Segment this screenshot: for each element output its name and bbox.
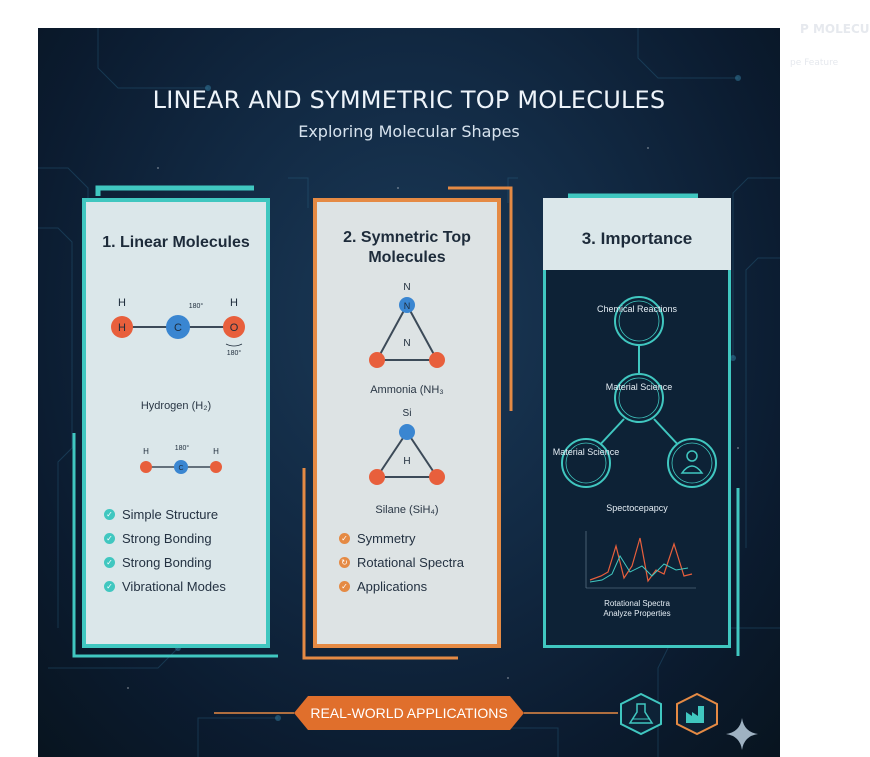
footer-decoration — [214, 696, 618, 730]
sparkle-icon — [726, 718, 758, 750]
atom-label: N — [403, 338, 410, 349]
check-icon: ✓ — [339, 532, 350, 544]
infographic-poster: LINEAR AND SYMMETRIC TOP MOLECULES Explo… — [38, 28, 780, 757]
top-label: H — [118, 297, 126, 309]
atom-label: H — [118, 322, 126, 334]
atom-label: N — [404, 301, 411, 311]
importance-network — [561, 296, 717, 488]
ammonia-diagram: N N N — [369, 282, 445, 368]
list-item: ✓Strong Bonding — [104, 526, 226, 550]
check-icon: ✓ — [104, 532, 115, 544]
list-item: ✓Simple Structure — [104, 502, 226, 526]
panel-title: 2. Symnetric Top Molecules — [343, 229, 471, 266]
list-item: ✓Symmetry — [339, 526, 464, 550]
sync-icon: ↻ — [339, 556, 350, 568]
list-item: ✓Vibrational Modes — [104, 574, 226, 598]
list-item: ↻Rotational Spectra — [339, 550, 464, 574]
list-item: ✓Applications — [339, 574, 464, 598]
angle-label: 180° — [175, 444, 190, 452]
angle-label: 180° — [227, 349, 242, 357]
check-icon: ✓ — [339, 580, 350, 592]
node-label: Material Science — [605, 382, 673, 392]
atom-label: H — [143, 447, 149, 456]
panel-title: 3. Importance — [581, 229, 693, 248]
flask-icon — [620, 692, 662, 736]
panel-title: 1. Linear Molecules — [102, 234, 250, 251]
linear-bullet-list: ✓Simple Structure ✓Strong Bonding ✓Stron… — [104, 502, 226, 598]
symmetric-bullet-list: ✓Symmetry ↻Rotational Spectra ✓Applicati… — [339, 526, 464, 598]
angle-label: 180° — [189, 302, 204, 310]
atom-c — [166, 315, 190, 339]
page-subtitle: Exploring Molecular Shapes — [298, 122, 520, 141]
atom-label: O — [230, 322, 239, 334]
atom-label: C — [174, 322, 182, 334]
spectroscopy-label: Spectocepapcy — [606, 503, 668, 513]
diagram-caption: Ammonia (NH₃ — [370, 384, 444, 396]
check-icon: ✓ — [104, 508, 115, 520]
list-item: ✓Strong Bonding — [104, 550, 226, 574]
atom-o — [223, 316, 245, 338]
linear-molecule-diagram-2: H C H 180° — [140, 444, 222, 474]
top-label: H — [230, 297, 238, 309]
spectra-mini-chart — [585, 531, 696, 589]
panel-importance: 3. Importance Chemical Reactions Materia… — [543, 198, 731, 648]
background-text: P MOLECU — [800, 22, 870, 36]
background-text-small: pe Feature — [790, 58, 839, 68]
atom-label: H — [403, 456, 410, 467]
check-icon: ✓ — [104, 580, 115, 592]
panel-frames — [72, 185, 740, 660]
page-title: LINEAR AND SYMMETRIC TOP MOLECULES — [152, 86, 666, 114]
diagram-caption: Silane (SiH₄) — [375, 504, 439, 516]
linear-molecule-diagram: H C O H H 180° 180° — [111, 297, 245, 357]
chart-caption: Analyze Properties — [603, 609, 671, 618]
panel-symmetric-top: 2. Symnetric Top Molecules N N N Ammonia… — [313, 198, 501, 648]
check-icon: ✓ — [104, 556, 115, 568]
panel-header — [543, 198, 731, 270]
atom-label: Si — [403, 408, 412, 419]
atom-h — [111, 316, 133, 338]
panel-linear-molecules: 1. Linear Molecules H C O H H 180° 180° … — [82, 198, 270, 648]
atom-label: N — [403, 282, 410, 293]
diagram-caption: Hydrogen (H₂) — [140, 400, 212, 412]
chart-caption: Rotational Spectra — [604, 599, 670, 608]
lab-person-icon — [680, 450, 704, 474]
node-label: Material Science — [552, 447, 620, 457]
silane-diagram: Si H — [369, 408, 445, 485]
atom-label: C — [178, 465, 183, 472]
factory-icon — [676, 692, 718, 736]
real-world-applications-banner: REAL-WORLD APPLICATIONS — [294, 696, 524, 730]
node-label: Chemical Reactions — [596, 304, 678, 314]
atom-label: H — [213, 447, 219, 456]
banner-label: REAL-WORLD APPLICATIONS — [310, 705, 508, 721]
